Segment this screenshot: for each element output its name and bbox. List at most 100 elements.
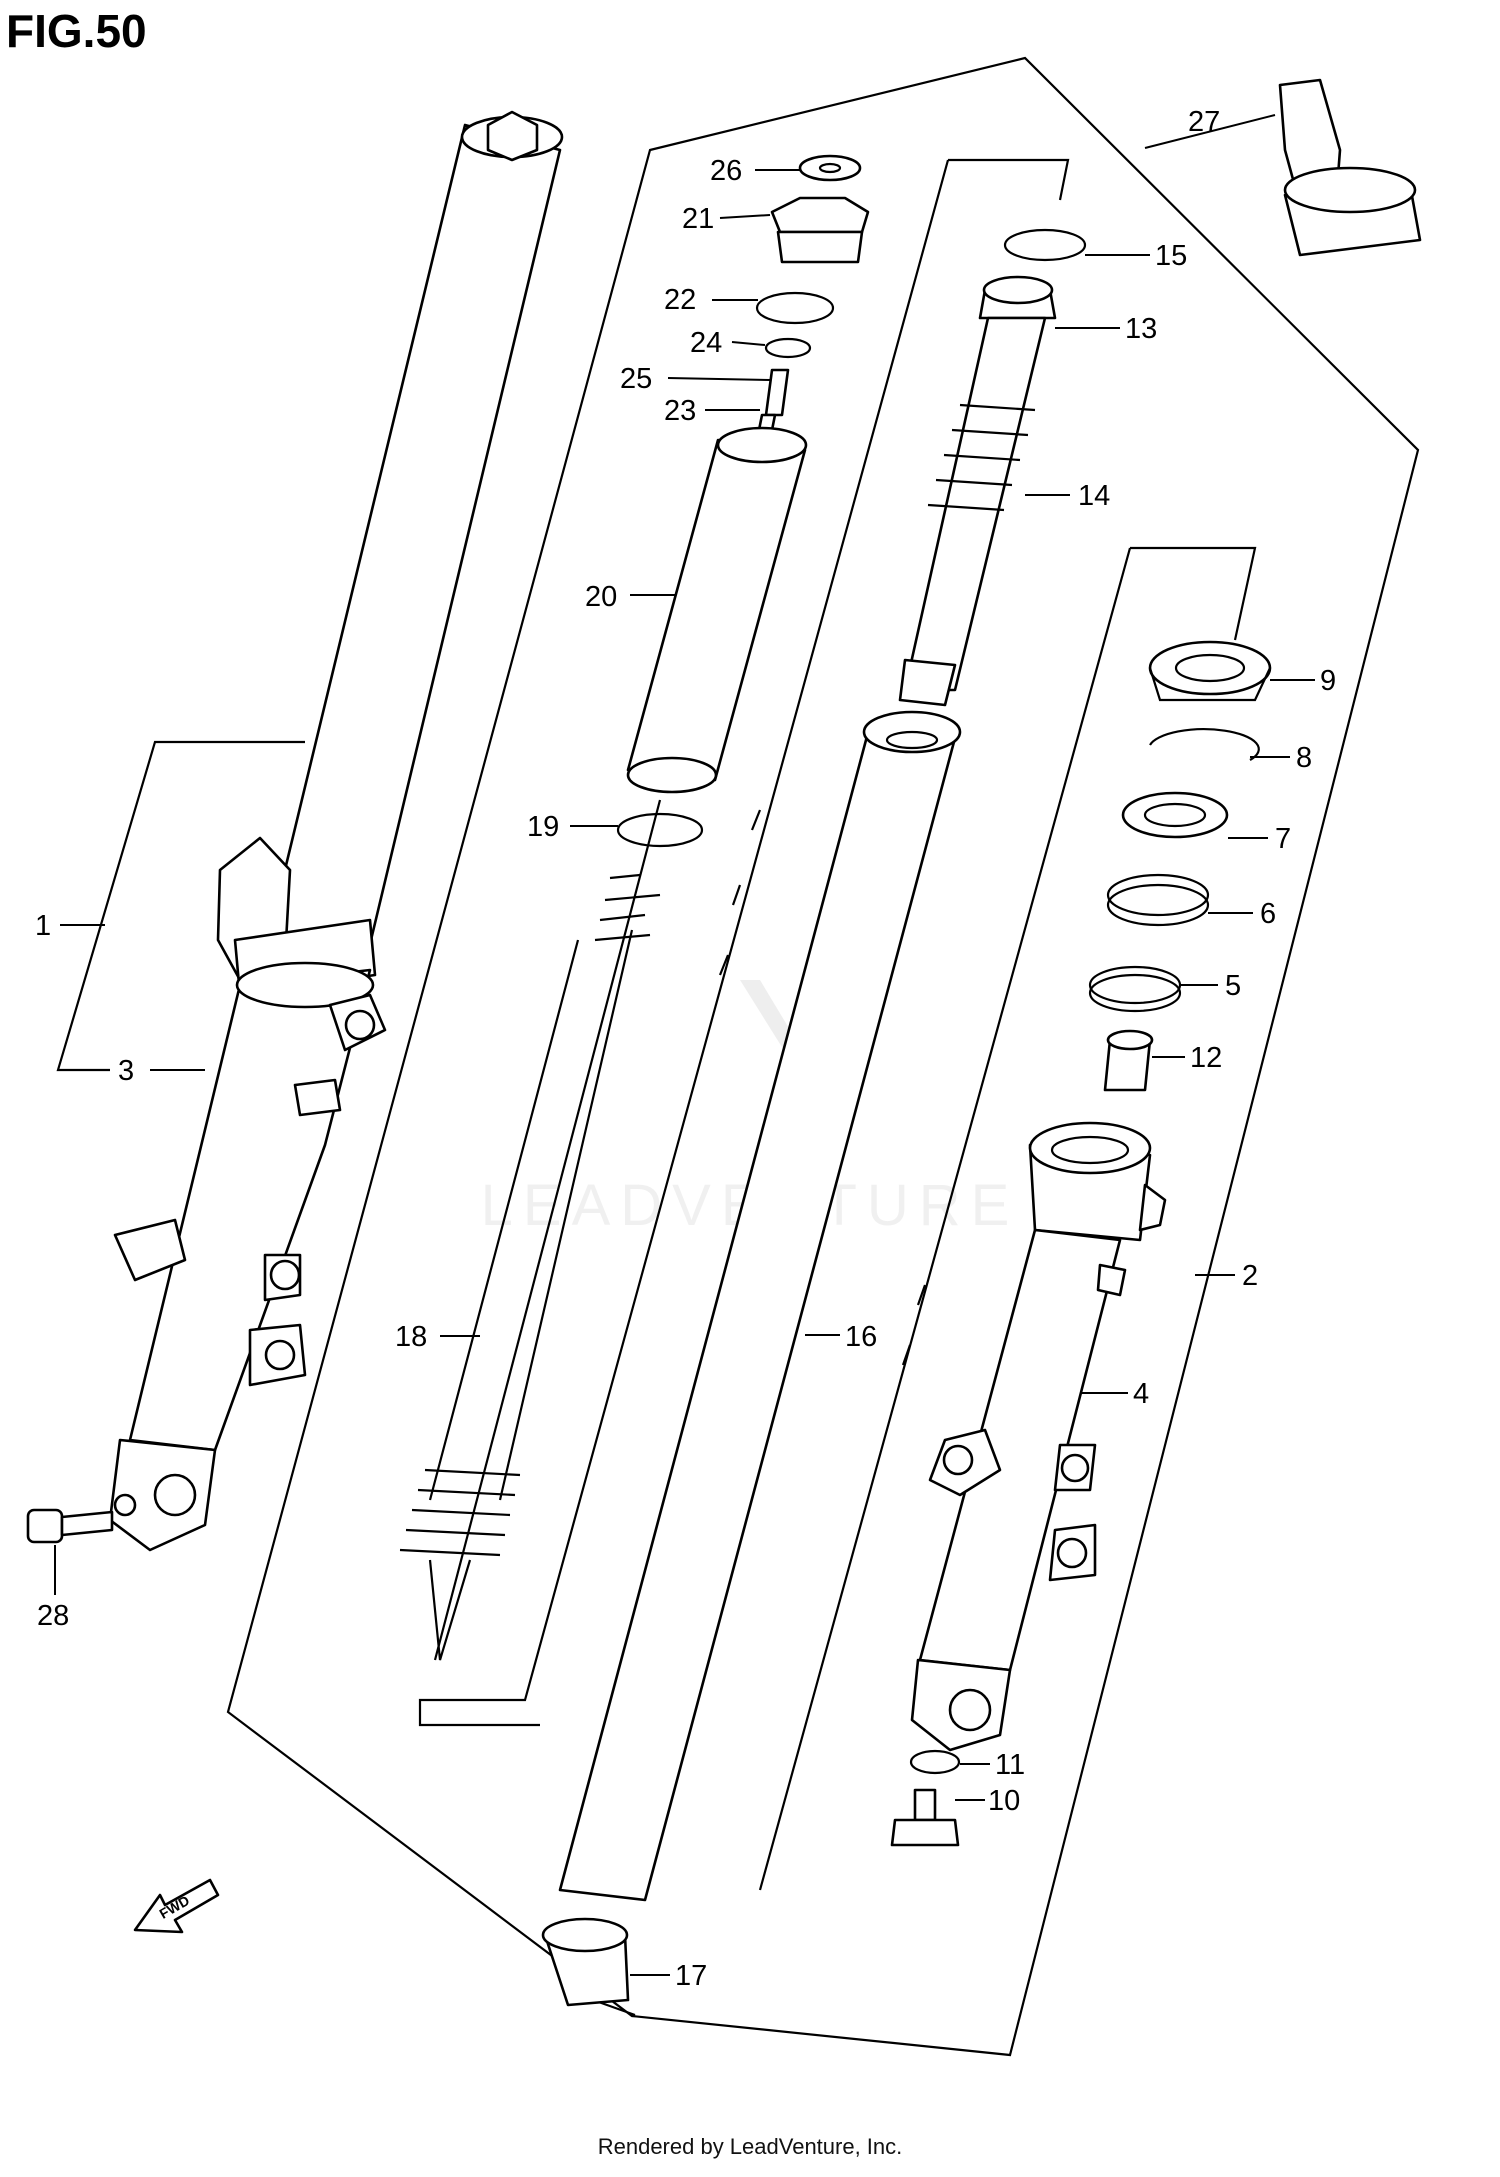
right-caliper-mount-lower-hole xyxy=(1056,1537,1088,1569)
right-axle-hole xyxy=(948,1688,992,1732)
callout-21: 21 xyxy=(682,203,714,235)
left-axle-pinch-hole xyxy=(113,1493,137,1517)
callout-7: 7 xyxy=(1275,823,1291,855)
guide-bushing-5-bottom xyxy=(1088,973,1182,1013)
damper-group-bracket xyxy=(948,158,1070,201)
fork-cap-21-hex xyxy=(770,196,870,234)
damper-rod-spring-coils xyxy=(399,1468,521,1557)
damper-cylinder-bottom xyxy=(626,756,718,794)
spring-and-tube-group xyxy=(541,228,1087,2007)
callout-14: 14 xyxy=(1078,480,1110,512)
dust-seal-9-bore xyxy=(1174,653,1246,683)
callout-25: 25 xyxy=(620,363,652,395)
left-inner-tube xyxy=(266,123,562,967)
guide-bushing-5-top xyxy=(1088,965,1182,1005)
left-axle-hole xyxy=(153,1473,197,1517)
damper-rod-sides xyxy=(428,929,634,1501)
right-tab xyxy=(1096,1263,1127,1297)
figure-title: FIG.50 xyxy=(6,5,147,57)
damper-assembly xyxy=(399,154,870,1661)
rebound-spring-coils xyxy=(594,873,661,942)
ring-19 xyxy=(616,812,704,848)
dust-seal-9 xyxy=(1148,640,1272,696)
right-caliper-mount-upper-hole xyxy=(942,1444,974,1476)
leader-24 xyxy=(731,341,766,346)
left-axle-bolt-head xyxy=(26,1508,64,1544)
callout-22: 22 xyxy=(664,284,696,316)
spring-guide-tip xyxy=(898,658,957,707)
forward-direction-indicator: FWD xyxy=(133,1878,220,1934)
callout-17: 17 xyxy=(675,1960,707,1992)
fwd-arrow-icon xyxy=(133,1878,220,1934)
o-ring-22 xyxy=(755,291,835,325)
left-top-cap-nut xyxy=(486,110,539,162)
callout-4: 4 xyxy=(1133,1378,1149,1410)
callout-9: 9 xyxy=(1320,665,1336,697)
left-fork-assembly xyxy=(26,110,564,1552)
o-ring-24 xyxy=(764,337,812,359)
inner-tube-16 xyxy=(558,723,957,1902)
left-upper-lug-hole xyxy=(344,1009,376,1041)
left-assembly-bracket xyxy=(56,740,305,1072)
callout-10: 10 xyxy=(988,1785,1020,1817)
drain-bolt-10-head xyxy=(890,1818,960,1847)
inner-tube-break-marks xyxy=(718,809,927,1366)
callout-1: 1 xyxy=(35,910,51,942)
bottom-case-bracket-line xyxy=(758,547,1132,1891)
assembly-frame xyxy=(226,56,1420,2057)
leader-lines xyxy=(54,114,1315,1976)
right-caliper-mount-hole xyxy=(1060,1453,1090,1483)
damper-cylinder-top xyxy=(716,426,808,464)
bottom-case-bracket xyxy=(1130,546,1257,641)
seal-spacer-6-bottom xyxy=(1106,883,1210,927)
stopper-ring-8 xyxy=(1149,728,1260,761)
right-outer-tube-assembly xyxy=(890,1121,1167,1847)
fork-spring-14-coils xyxy=(927,403,1036,512)
washer-26 xyxy=(798,154,862,182)
callout-27: 27 xyxy=(1188,106,1220,138)
dust-seal-9-lip xyxy=(1148,667,1271,702)
left-tab xyxy=(293,1078,342,1117)
right-outer-tube-tab xyxy=(1138,1183,1167,1232)
fork-cap-21-thread xyxy=(776,230,864,264)
inner-tube-16-bore xyxy=(885,730,939,750)
damper-rod-tip xyxy=(428,1559,472,1661)
fork-boot-27 xyxy=(1278,78,1422,257)
callout-19: 19 xyxy=(527,811,559,843)
oil-seal-7 xyxy=(1121,791,1229,839)
left-outer-tube-top xyxy=(235,961,375,1009)
left-caliper-mount-hole xyxy=(269,1259,301,1291)
callout-24: 24 xyxy=(690,327,722,359)
callout-18: 18 xyxy=(395,1321,427,1353)
fork-boot-27-top xyxy=(1283,166,1417,214)
callout-8: 8 xyxy=(1296,742,1312,774)
right-outer-tube-bore xyxy=(1050,1135,1130,1165)
o-ring-15 xyxy=(1003,228,1087,262)
leader-27 xyxy=(1144,114,1276,149)
callout-11: 11 xyxy=(995,1749,1025,1781)
callout-12: 12 xyxy=(1190,1042,1222,1074)
gasket-11 xyxy=(909,1749,961,1775)
footer-credit: Rendered by LeadVenture, Inc. xyxy=(597,2134,903,2159)
damper-cylinder-20 xyxy=(626,438,807,782)
oil-lock-piece-12-top xyxy=(1106,1029,1154,1051)
seal-stack xyxy=(1088,640,1272,1092)
damper-group-bracket-lower xyxy=(418,159,950,1727)
callout-2: 2 xyxy=(1242,1260,1258,1292)
callout-16: 16 xyxy=(845,1321,877,1353)
drain-bolt-10-shank xyxy=(913,1788,937,1822)
slide-bushing-17-top xyxy=(541,1917,629,1953)
callout-28: 28 xyxy=(37,1600,69,1632)
left-axle-bolt-shank xyxy=(60,1510,114,1537)
spring-guide-13-top xyxy=(982,275,1054,305)
callout-6: 6 xyxy=(1260,898,1276,930)
left-caliper-mount-lower-hole xyxy=(264,1339,296,1371)
callout-5: 5 xyxy=(1225,970,1241,1002)
adjuster-rod-25 xyxy=(764,368,790,417)
oil-seal-7-bore xyxy=(1143,802,1207,828)
callout-3: 3 xyxy=(118,1055,134,1087)
callout-26: 26 xyxy=(710,155,742,187)
callout-15: 15 xyxy=(1155,240,1187,272)
right-outer-tube-top xyxy=(1028,1121,1152,1175)
